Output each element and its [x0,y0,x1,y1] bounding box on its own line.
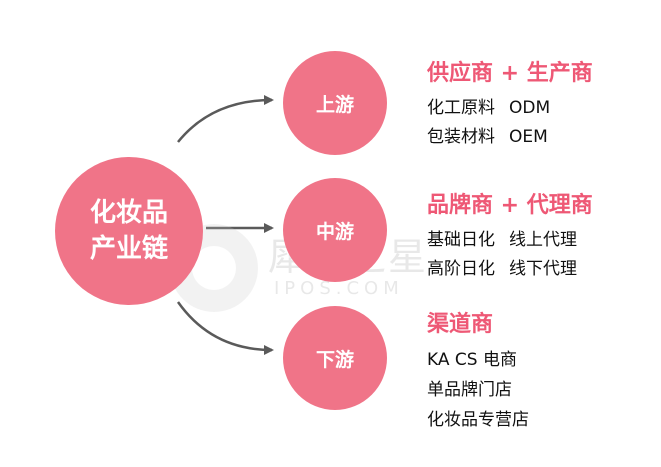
upstream-row-2-b: OEM [509,127,548,147]
midstream-row-2-b: 线下代理 [509,259,577,279]
downstream-node: 下游 [283,306,387,410]
midstream-row-2: 高阶日化线下代理 [427,254,577,279]
upstream-row-1-b: ODM [509,98,551,118]
center-node: 化妆品 产业链 [55,157,203,305]
arrow-to-downstream [176,301,274,355]
upstream-row-2: 包装材料 OEM [427,122,548,147]
upstream-row-1: 化工原料 ODM [427,93,550,118]
downstream-line-3: 化妆品专营店 [427,410,529,430]
midstream-row-1-a: 基础日化 [427,230,495,250]
upstream-node: 上游 [283,51,387,155]
midstream-row-2-a: 高阶日化 [427,259,495,279]
midstream-heading: 品牌商 + 代理商 [427,193,593,218]
upstream-row-2-a: 包装材料 [427,127,495,147]
downstream-line-2: 单品牌门店 [427,380,512,400]
upstream-label: 上游 [315,93,354,116]
arrow-to-upstream [177,95,274,143]
midstream-row-1: 基础日化线上代理 [427,225,577,250]
center-line-2: 产业链 [89,234,168,264]
downstream-line-1: KA CS 电商 [427,350,517,370]
upstream-row-1-a: 化工原料 [427,98,495,118]
midstream-row-1-b: 线上代理 [509,230,577,250]
midstream-node: 中游 [283,178,387,282]
center-line-1: 化妆品 [89,198,168,228]
midstream-label: 中游 [315,220,354,243]
downstream-heading: 渠道商 [427,312,494,337]
downstream-label: 下游 [315,348,354,371]
upstream-heading: 供应商 + 生产商 [427,61,593,86]
